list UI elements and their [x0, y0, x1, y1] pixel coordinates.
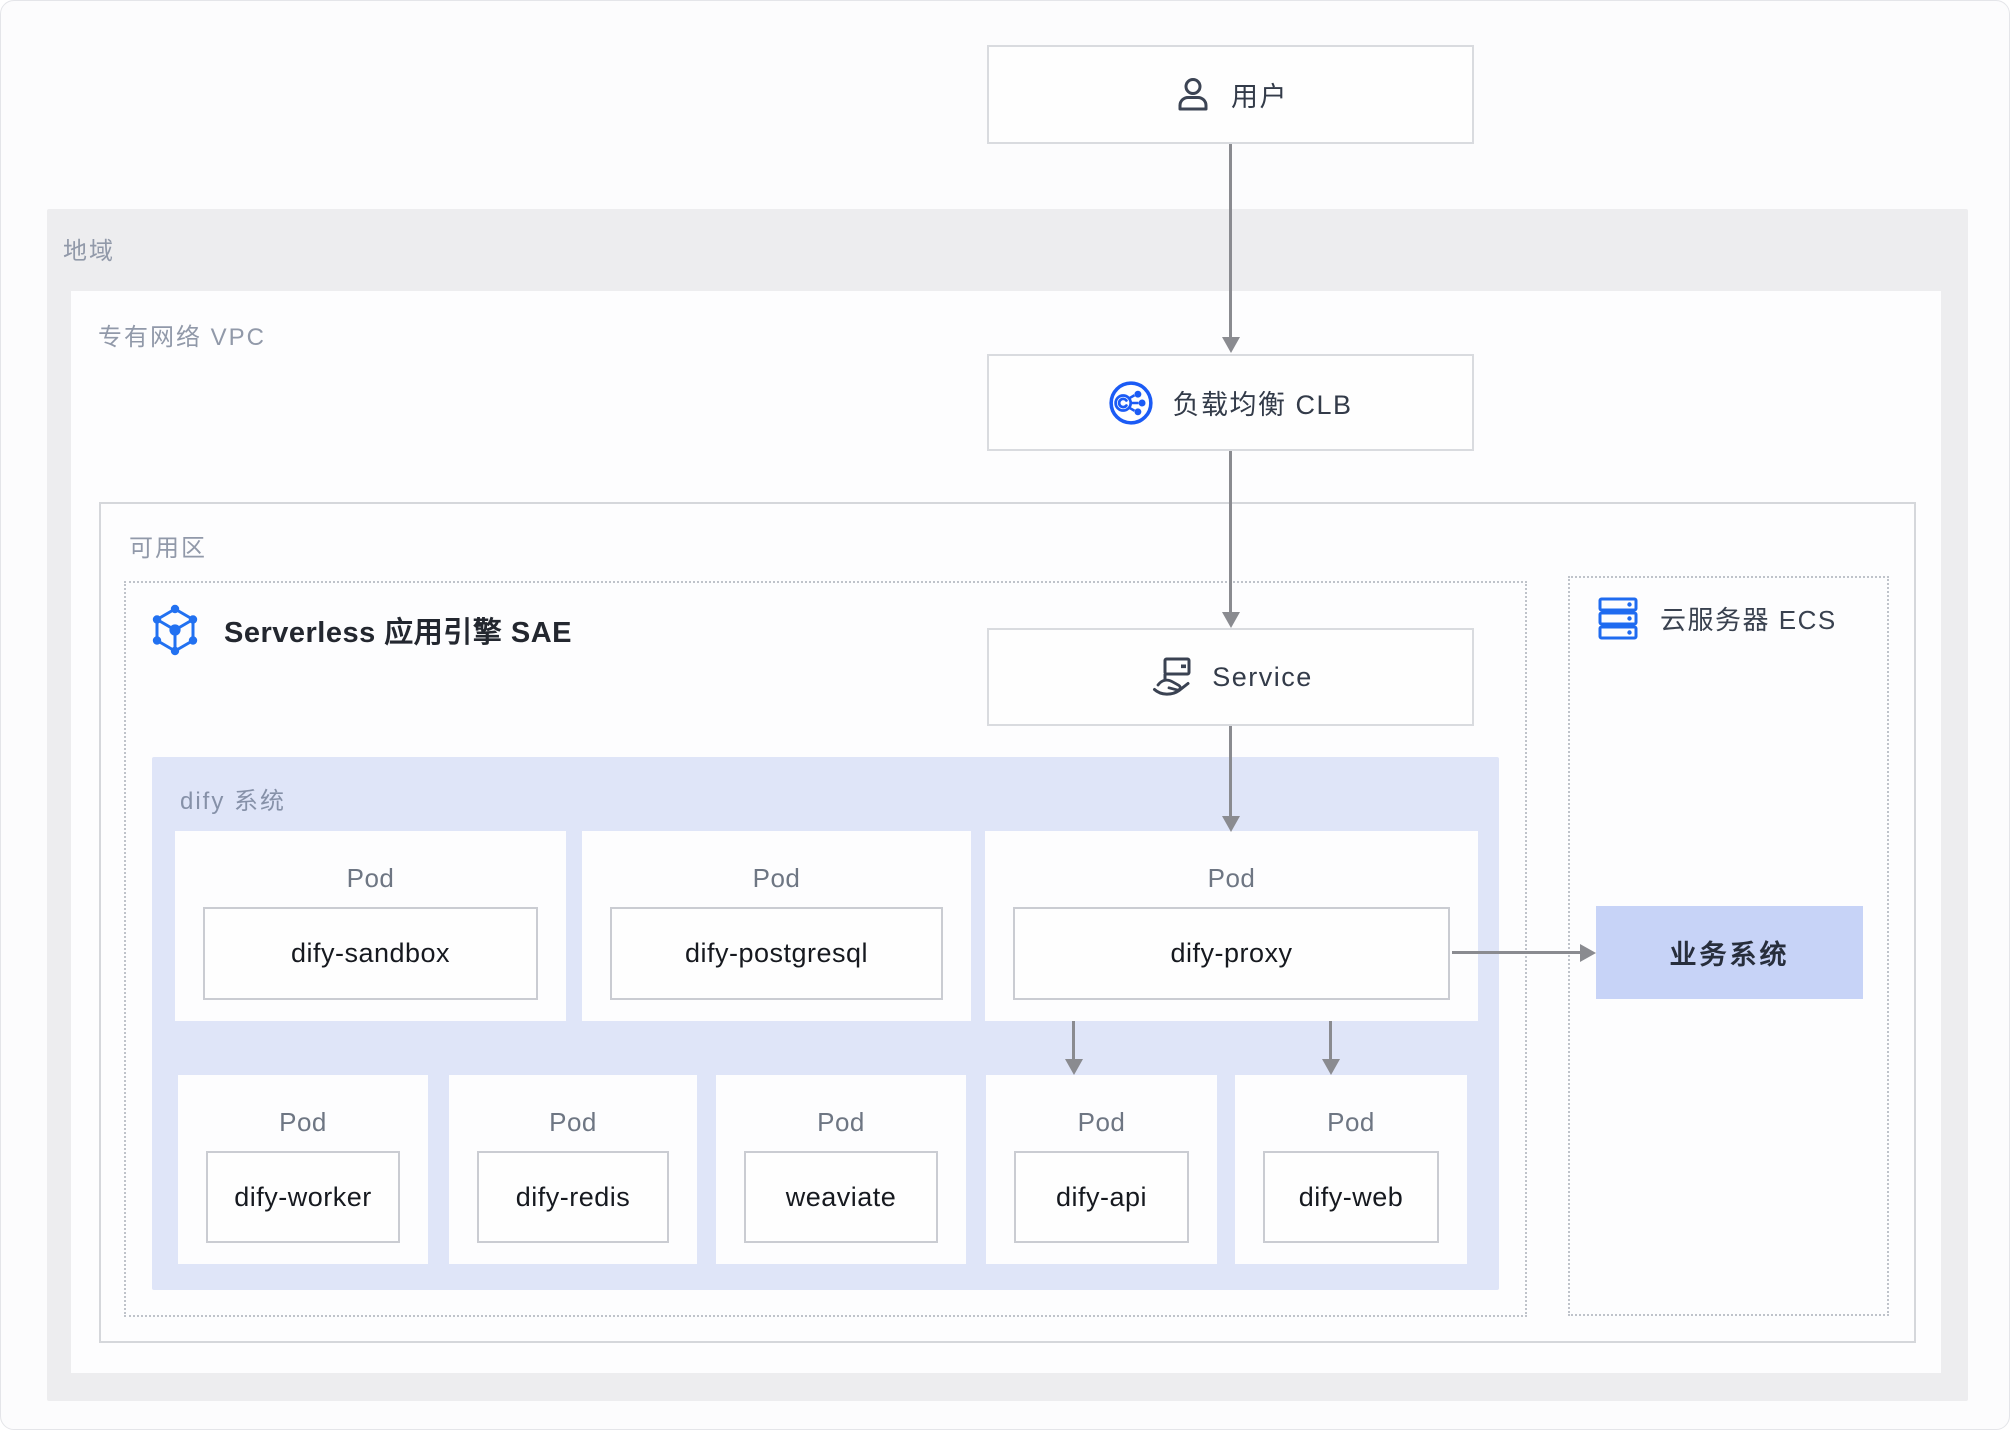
availability-zone-label: 可用区 [129, 535, 207, 562]
workload-dify-sandbox: dify-sandbox [203, 907, 538, 1000]
business-system-label: 业务系统 [1669, 940, 1790, 970]
pod-label: Pod [1077, 1107, 1126, 1137]
service-node-label: Service [1212, 661, 1313, 692]
workload-dify-postgresql: dify-postgresql [610, 907, 943, 1000]
clb-node: 负载均衡 CLB [987, 354, 1474, 451]
workload-label: dify-postgresql [684, 938, 869, 968]
workload-label: dify-sandbox [290, 938, 451, 968]
ecs-icon [1596, 596, 1640, 640]
pod-dify-worker: Pod dify-worker [178, 1075, 428, 1264]
pod-label: Pod [346, 863, 395, 893]
pod-label: Pod [1207, 863, 1256, 893]
pod-label: Pod [1327, 1107, 1375, 1137]
pod-dify-postgresql: Pod dify-postgresql [582, 831, 971, 1021]
business-system-node: 业务系统 [1596, 906, 1863, 999]
user-icon [1173, 75, 1213, 115]
vpc-label: 专有网络 VPC [98, 324, 267, 351]
pod-dify-api: Pod dify-api [986, 1075, 1217, 1264]
pod-weaviate: Pod weaviate [716, 1075, 966, 1264]
sae-label: Serverless 应用引擎 SAE [224, 617, 572, 649]
workload-label: dify-api [1055, 1181, 1148, 1212]
pod-dify-redis: Pod dify-redis [449, 1075, 697, 1264]
ecs-container: 云服务器 ECS [1568, 576, 1889, 1316]
sae-icon [148, 603, 202, 657]
workload-label: dify-proxy [1170, 938, 1293, 968]
pod-label: Pod [752, 863, 801, 893]
user-node-label: 用户 [1231, 82, 1288, 112]
workload-label: dify-web [1298, 1181, 1404, 1212]
sae-container: Serverless 应用引擎 SAE [124, 581, 1527, 1317]
workload-dify-redis: dify-redis [477, 1151, 669, 1243]
clb-node-label: 负载均衡 CLB [1172, 390, 1353, 420]
region-label: 地域 [63, 238, 115, 265]
pod-dify-sandbox: Pod dify-sandbox [175, 831, 566, 1021]
service-icon [1148, 654, 1194, 700]
workload-weaviate: weaviate [744, 1151, 938, 1243]
workload-label: weaviate [785, 1181, 897, 1212]
dify-system-label: dify 系统 [180, 788, 287, 815]
workload-dify-worker: dify-worker [206, 1151, 400, 1243]
user-node: 用户 [987, 45, 1474, 144]
clb-icon [1108, 380, 1154, 426]
workload-dify-web: dify-web [1263, 1151, 1439, 1243]
service-node: Service [987, 628, 1474, 726]
workload-label: dify-redis [515, 1181, 631, 1212]
pod-dify-web: Pod dify-web [1235, 1075, 1467, 1264]
workload-dify-proxy: dify-proxy [1013, 907, 1450, 1000]
pod-label: Pod [817, 1107, 865, 1137]
workload-label: dify-worker [234, 1181, 372, 1212]
workload-dify-api: dify-api [1014, 1151, 1189, 1243]
pod-label: Pod [279, 1107, 327, 1137]
pod-label: Pod [549, 1107, 597, 1137]
pod-dify-proxy: Pod dify-proxy [985, 831, 1478, 1021]
ecs-label: 云服务器 ECS [1660, 604, 1837, 635]
